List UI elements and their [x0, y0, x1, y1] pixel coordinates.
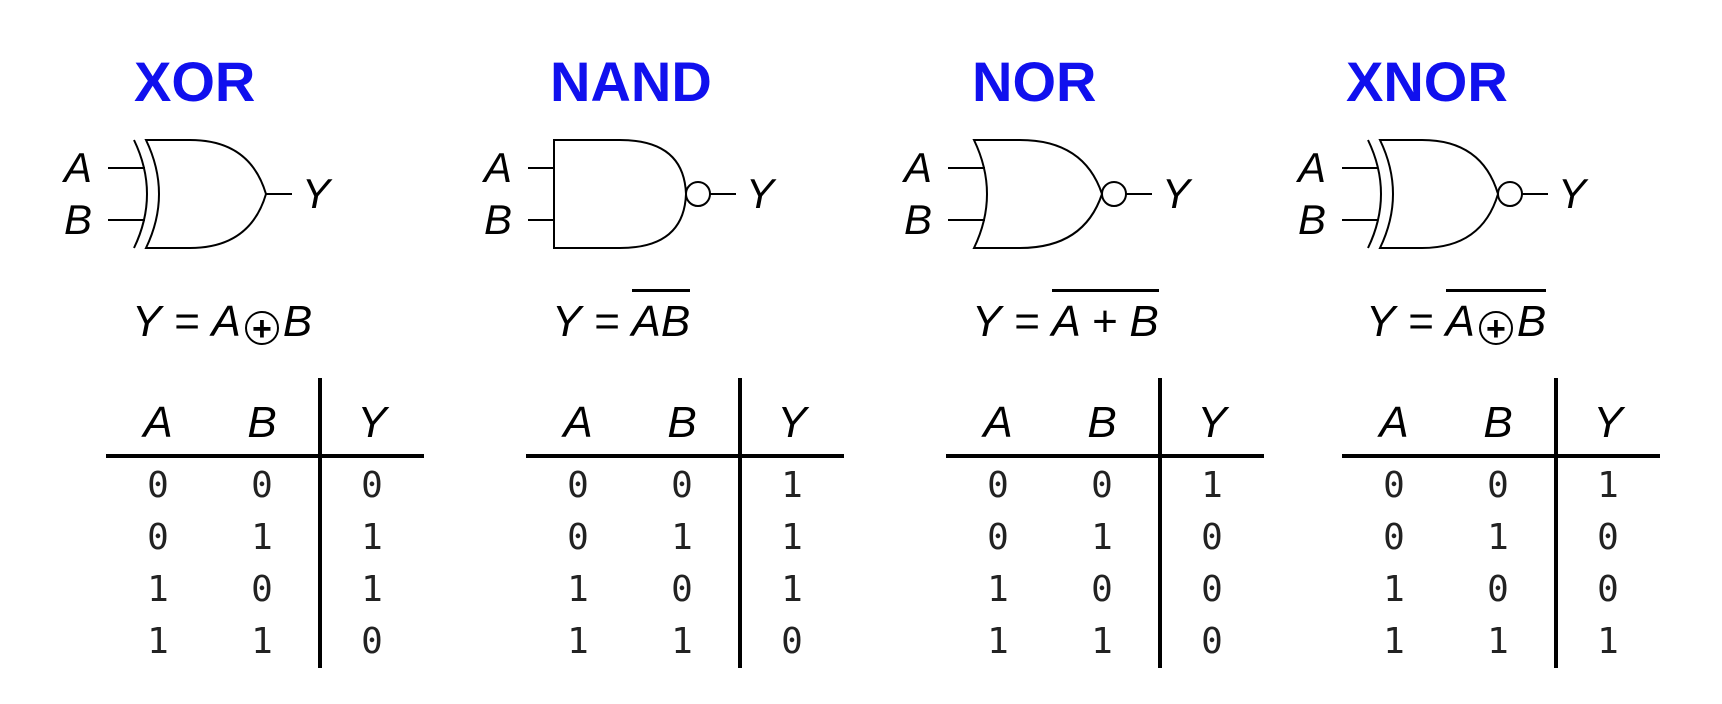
xor-panel: XOR A B Y Y = A+B A B Y 0 0 0 0 1 1 1 0 … — [0, 0, 424, 704]
table-cell: 1 — [361, 569, 383, 610]
gate-title: XOR — [134, 50, 256, 113]
table-cell: 1 — [147, 621, 169, 662]
table-header: B — [247, 398, 277, 447]
table-header: Y — [357, 398, 387, 447]
table-cell: 0 — [147, 517, 169, 558]
table-header: A — [983, 398, 1013, 447]
table-cell: 0 — [1091, 569, 1113, 610]
table-header: Y — [777, 398, 807, 447]
table-cell: 1 — [147, 569, 169, 610]
boolean-equation: Y = A + B — [972, 289, 1159, 350]
table-header: B — [1087, 398, 1117, 447]
table-cell: 1 — [671, 517, 693, 558]
negation-overbar: A + B — [1051, 289, 1159, 350]
xor-operator-icon: + — [1478, 311, 1513, 346]
output-y-label: Y — [302, 170, 333, 217]
xnor-panel: XNOR A B Y Y = A+B A B Y 0 0 1 0 1 0 1 0… — [1250, 0, 1670, 704]
boolean-equation: Y = A+B — [132, 297, 313, 348]
table-cell: 1 — [251, 621, 273, 662]
table-header: Y — [1593, 398, 1623, 447]
table-cell: 0 — [1201, 517, 1223, 558]
table-cell: 0 — [1201, 569, 1223, 610]
input-b-label: B — [484, 196, 512, 243]
table-cell: 0 — [567, 517, 589, 558]
table-cell: 0 — [671, 569, 693, 610]
gate-title: NOR — [972, 50, 1097, 113]
table-cell: 0 — [1383, 517, 1405, 558]
table-cell: 0 — [1487, 465, 1509, 506]
table-cell: 1 — [361, 517, 383, 558]
xor-gate-symbol: A B Y — [61, 139, 333, 249]
table-header: B — [1483, 398, 1513, 447]
boolean-equation: Y = A+B — [1366, 289, 1547, 350]
truth-table: A B Y 0 0 0 0 1 1 1 0 1 1 1 0 — [106, 378, 426, 668]
gate-title: XNOR — [1346, 50, 1508, 113]
table-cell: 1 — [781, 465, 803, 506]
xnor-gate-symbol: A B Y — [1295, 139, 1589, 249]
table-cell: 0 — [251, 465, 273, 506]
table-cell: 0 — [1383, 465, 1405, 506]
nand-gate-symbol: A B Y — [481, 139, 777, 249]
input-a-label: A — [61, 144, 92, 191]
table-cell: 1 — [1383, 621, 1405, 662]
table-cell: 1 — [1487, 621, 1509, 662]
table-cell: 1 — [987, 569, 1009, 610]
table-cell: 0 — [987, 517, 1009, 558]
xor-operator-icon: + — [244, 311, 279, 346]
table-cell: 1 — [1597, 621, 1619, 662]
table-cell: 0 — [1201, 621, 1223, 662]
input-a-label: A — [481, 144, 512, 191]
gate-title: NAND — [550, 50, 712, 113]
table-cell: 0 — [567, 465, 589, 506]
table-cell: 0 — [1597, 517, 1619, 558]
table-header: Y — [1197, 398, 1227, 447]
nor-gate-symbol: A B Y — [901, 139, 1193, 249]
input-b-label: B — [64, 196, 92, 243]
table-cell: 0 — [1487, 569, 1509, 610]
input-a-label: A — [1295, 144, 1326, 191]
input-b-label: B — [1298, 196, 1326, 243]
table-cell: 1 — [251, 517, 273, 558]
truth-table: A B Y 0 0 1 0 1 1 1 0 1 1 1 0 — [526, 378, 846, 668]
truth-table: A B Y 0 0 1 0 1 0 1 0 0 1 1 1 — [1342, 378, 1662, 668]
table-cell: 1 — [1201, 465, 1223, 506]
nor-panel: NOR A B Y Y = A + B A B Y 0 0 1 0 1 0 1 … — [840, 0, 1264, 704]
input-a-label: A — [901, 144, 932, 191]
table-cell: 1 — [987, 621, 1009, 662]
table-cell: 1 — [567, 621, 589, 662]
table-cell: 1 — [671, 621, 693, 662]
table-cell: 1 — [1383, 569, 1405, 610]
table-cell: 1 — [1091, 621, 1113, 662]
table-header: B — [667, 398, 697, 447]
boolean-equation: Y = AB — [552, 289, 691, 350]
table-header: A — [563, 398, 593, 447]
truth-table: A B Y 0 0 1 0 1 0 1 0 0 1 1 0 — [946, 378, 1266, 668]
table-cell: 1 — [1487, 517, 1509, 558]
table-header: A — [143, 398, 173, 447]
table-cell: 0 — [987, 465, 1009, 506]
table-cell: 0 — [361, 621, 383, 662]
table-cell: 1 — [781, 517, 803, 558]
table-cell: 0 — [251, 569, 273, 610]
table-cell: 0 — [361, 465, 383, 506]
nand-panel: NAND A B Y Y = AB A B Y 0 0 1 0 1 1 1 0 … — [420, 0, 844, 704]
output-y-label: Y — [1558, 170, 1589, 217]
table-cell: 0 — [1597, 569, 1619, 610]
table-cell: 0 — [1091, 465, 1113, 506]
table-cell: 0 — [671, 465, 693, 506]
output-y-label: Y — [1162, 170, 1193, 217]
table-header: A — [1379, 398, 1409, 447]
table-cell: 1 — [1091, 517, 1113, 558]
table-cell: 0 — [147, 465, 169, 506]
input-b-label: B — [904, 196, 932, 243]
table-cell: 1 — [567, 569, 589, 610]
negation-overbar: A+B — [1445, 289, 1547, 350]
negation-overbar: AB — [631, 289, 691, 350]
table-cell: 0 — [781, 621, 803, 662]
table-cell: 1 — [1597, 465, 1619, 506]
table-cell: 1 — [781, 569, 803, 610]
output-y-label: Y — [746, 170, 777, 217]
